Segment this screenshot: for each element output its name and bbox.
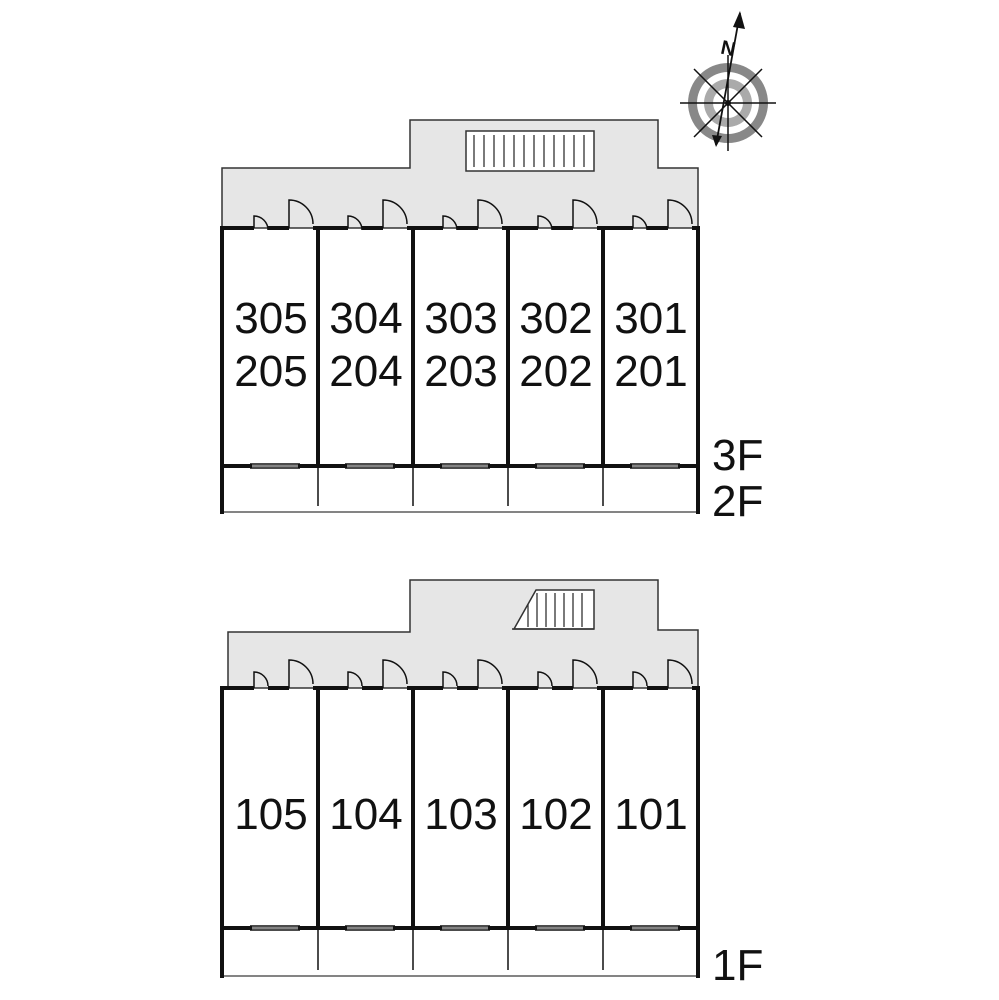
unit-label-301: 301 — [614, 294, 687, 343]
compass-rose-icon: N — [680, 11, 776, 151]
upper-balcony-strip — [221, 465, 699, 513]
unit-label-101: 101 — [614, 790, 687, 839]
lower-corridor — [227, 579, 699, 689]
unit-label-203: 203 — [424, 347, 497, 396]
unit-label-204: 204 — [329, 347, 402, 396]
unit-label-303: 303 — [424, 294, 497, 343]
lower-stair — [512, 589, 595, 630]
unit-label-102: 102 — [519, 790, 592, 839]
lower-floor-block: 105 104 103 102 101 1F — [220, 579, 763, 990]
upper-corridor — [221, 119, 699, 229]
unit-label-302: 302 — [519, 294, 592, 343]
unit-label-305: 305 — [234, 294, 307, 343]
unit-label-105: 105 — [234, 790, 307, 839]
compass-north-label: N — [719, 37, 738, 62]
lower-balcony-strip — [221, 927, 699, 977]
unit-label-201: 201 — [614, 347, 687, 396]
unit-label-104: 104 — [329, 790, 402, 839]
floor-label-2f: 2F — [712, 477, 763, 526]
unit-label-304: 304 — [329, 294, 402, 343]
unit-label-202: 202 — [519, 347, 592, 396]
floor-label-3f: 3F — [712, 431, 763, 480]
upper-floor-block: 305 205 304 204 303 203 302 202 301 201 … — [220, 119, 763, 526]
floor-label-1f: 1F — [712, 941, 763, 990]
upper-stair — [465, 130, 595, 172]
unit-label-103: 103 — [424, 790, 497, 839]
unit-label-205: 205 — [234, 347, 307, 396]
